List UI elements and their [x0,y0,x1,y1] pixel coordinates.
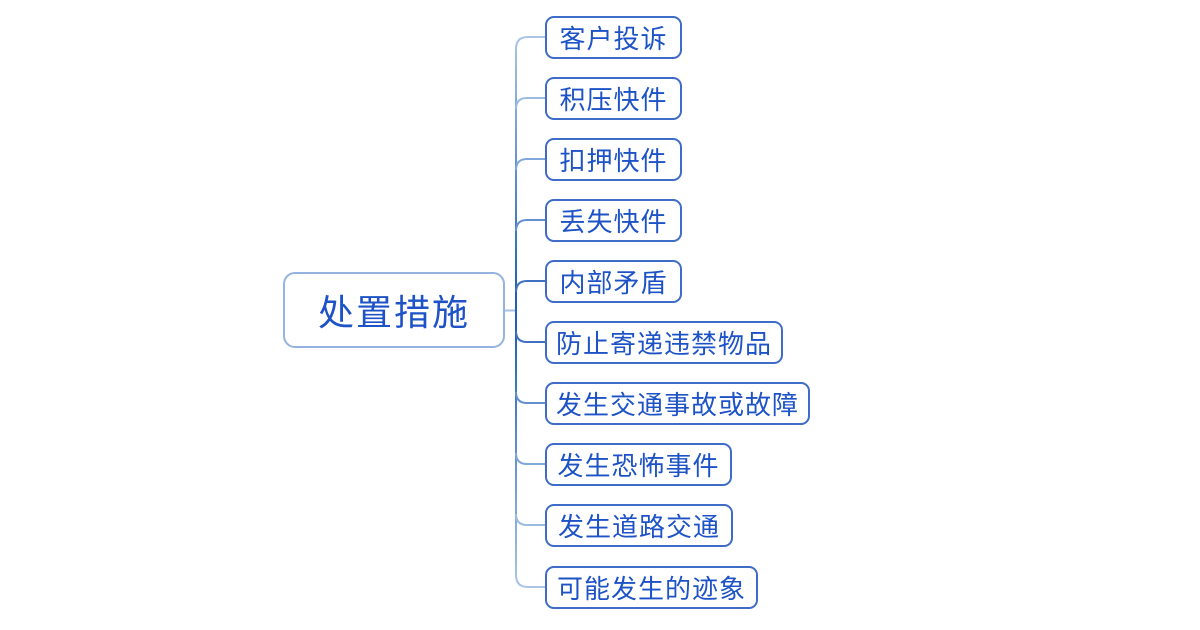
topic-node-prohibited-items[interactable]: 防止寄递违禁物品 [545,320,783,364]
branch-line [515,513,545,526]
topic-node-traffic-accident[interactable]: 发生交通事故或故障 [545,381,810,425]
branch-line [515,280,545,293]
branch-line [515,330,545,343]
topic-label: 客户投诉 [559,24,668,54]
topic-label: 防止寄递违禁物品 [555,329,772,359]
topic-node-customer-complaints[interactable]: 客户投诉 [545,15,682,59]
root-topic-node[interactable]: 处置措施 [283,272,505,348]
topic-node-road-traffic[interactable]: 发生道路交通 [545,503,733,547]
branch-line [515,391,545,404]
root-topic-label: 处置措施 [317,293,470,333]
topic-label: 发生恐怖事件 [557,451,720,481]
topic-node-backlogged-parcels[interactable]: 积压快件 [545,76,682,120]
branch-line [515,97,545,110]
trunk-line [515,36,546,588]
branch-line [515,158,545,171]
topic-node-terror-incident[interactable]: 发生恐怖事件 [545,442,732,486]
topic-label: 内部矛盾 [559,268,668,298]
topic-label: 发生交通事故或故障 [555,390,799,420]
topic-node-internal-conflict[interactable]: 内部矛盾 [545,259,682,303]
topic-label: 扣押快件 [559,146,668,176]
branch-line [515,219,545,232]
topic-label: 发生道路交通 [557,512,720,542]
topic-node-lost-parcels[interactable]: 丢失快件 [545,198,682,242]
topic-label: 积压快件 [559,85,668,115]
topic-node-possible-signs[interactable]: 可能发生的迹象 [545,565,758,609]
topic-label: 可能发生的迹象 [556,574,746,604]
branch-line [515,452,545,465]
topic-node-detained-parcels[interactable]: 扣押快件 [545,137,682,181]
topic-label: 丢失快件 [559,207,668,237]
